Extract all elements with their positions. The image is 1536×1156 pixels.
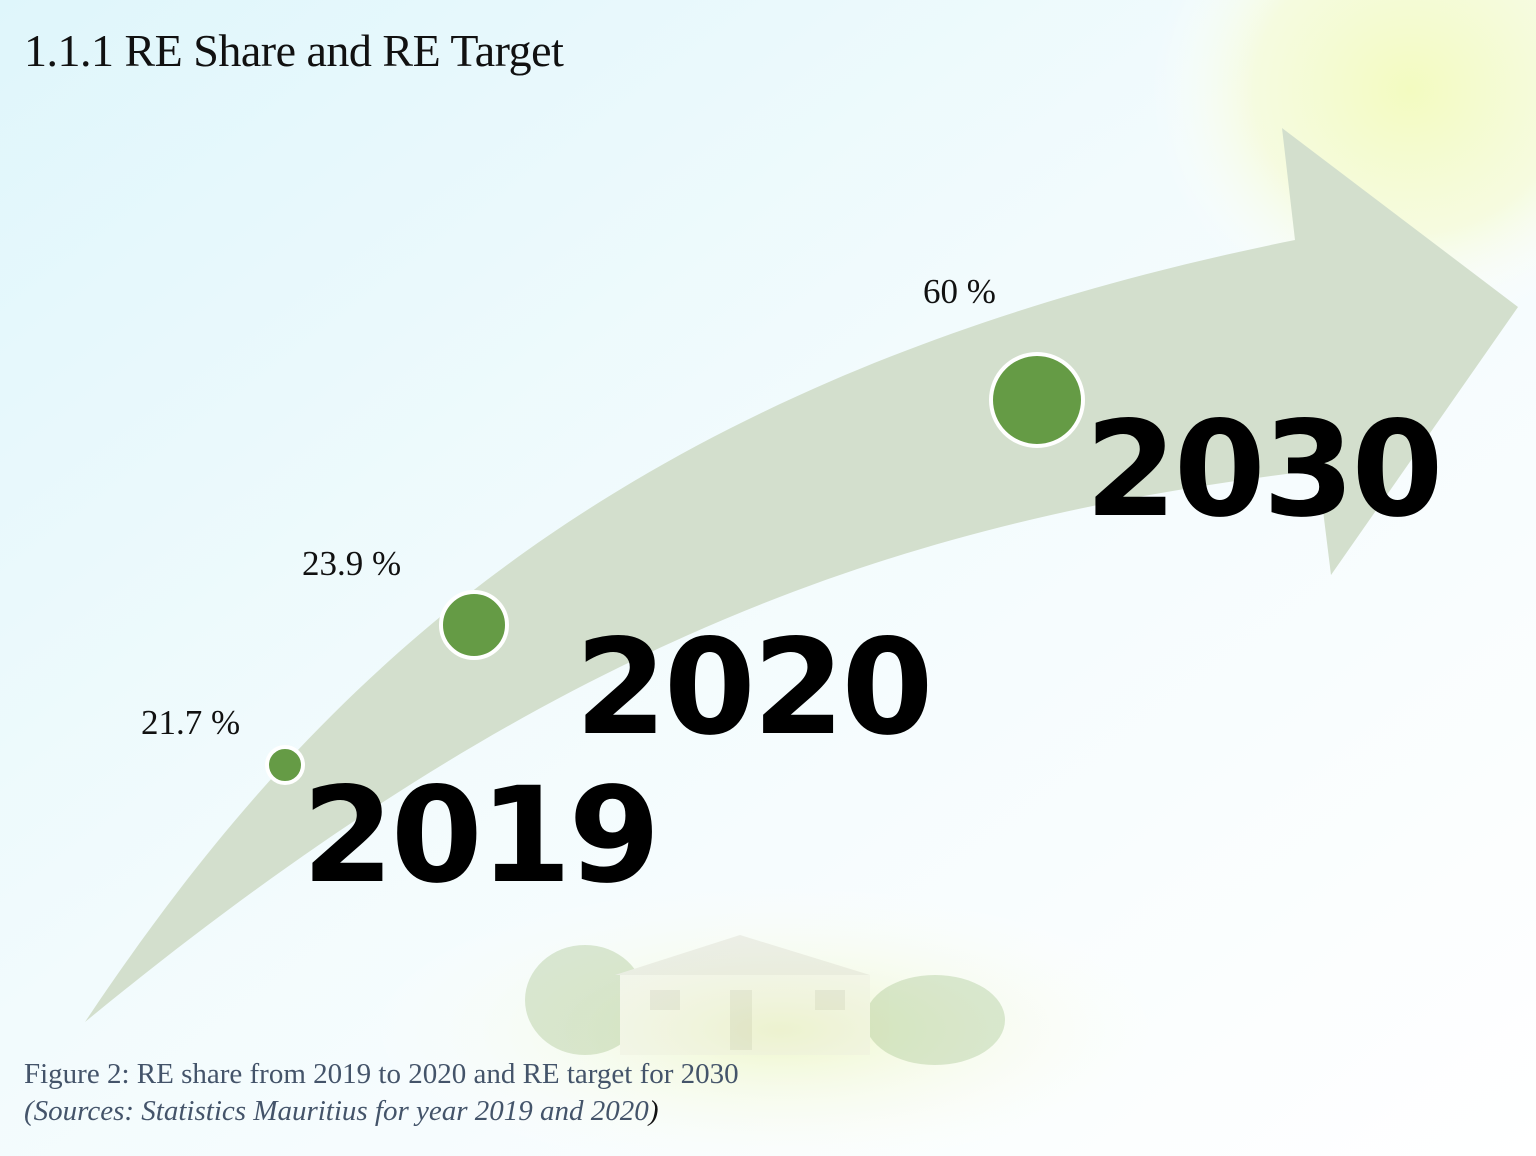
milestone-dot-2019 [265,745,305,785]
figure-caption: Figure 2: RE share from 2019 to 2020 and… [24,1058,739,1128]
year-label-2020: 2020 [575,611,933,765]
year-label-2019: 2019 [302,759,660,913]
share-label-2020: 23.9 % [302,544,402,583]
caption-source-text: (Sources: Statistics Mauritius for year … [24,1095,649,1127]
year-label-2030: 2030 [1085,393,1443,547]
share-label-2019: 21.7 % [141,703,241,742]
caption-line-1: Figure 2: RE share from 2019 to 2020 and… [24,1058,739,1090]
growth-arrow [85,128,1518,1022]
caption-close-paren: ) [648,1095,659,1127]
section-heading: 1.1.1 RE Share and RE Target [24,25,564,76]
house-watermark [525,935,1005,1065]
milestone-dot-2030 [989,352,1085,448]
caption-line-2: (Sources: Statistics Mauritius for year … [24,1095,739,1128]
milestone-dot-2020 [439,590,509,660]
share-label-2030: 60 % [923,272,996,311]
